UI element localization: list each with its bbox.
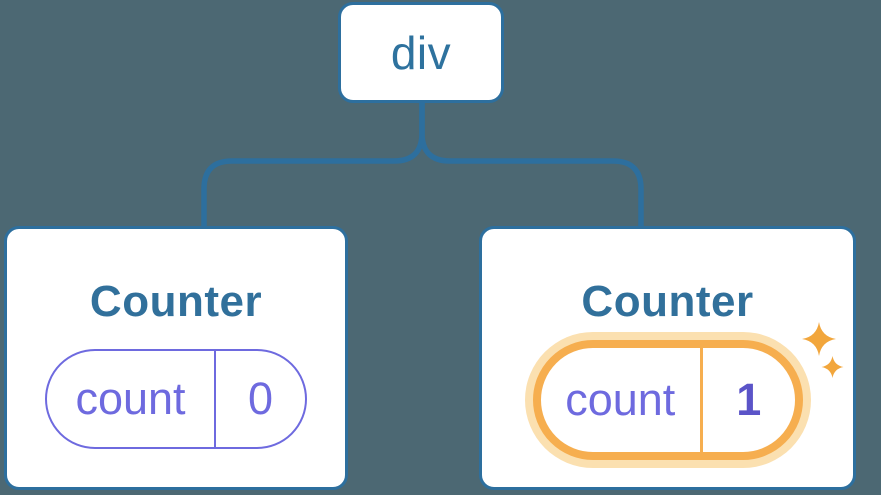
state-key-label: count (541, 348, 704, 452)
counter-card-1: Counter count 0 (4, 226, 348, 490)
root-node-label: div (390, 26, 452, 79)
connector-left-branch (201, 102, 425, 228)
connector-right-branch (419, 102, 644, 228)
state-value: 0 (247, 373, 273, 424)
counter-card-2: Counter count 1 (479, 226, 856, 490)
root-node: div (338, 2, 504, 103)
state-value: 1 (736, 374, 762, 425)
component-title: Counter (89, 277, 263, 326)
state-key-label: count (47, 351, 216, 447)
state-pill-highlighted: count 1 (532, 340, 803, 460)
component-title: Counter (581, 277, 754, 326)
state-pill: count 0 (45, 349, 307, 449)
